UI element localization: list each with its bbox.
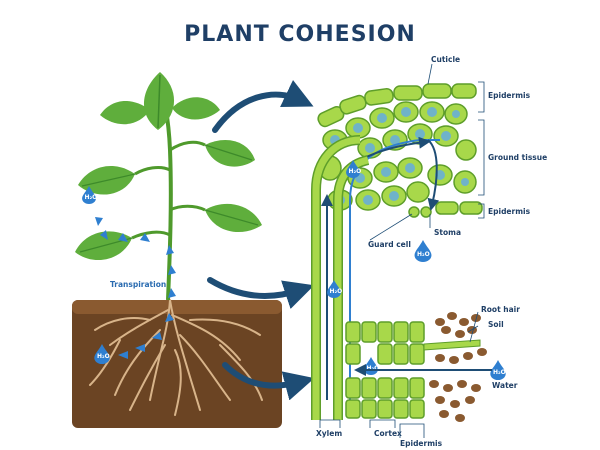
label-guard-cell: Guard cell — [368, 240, 411, 249]
leaf-upper-left — [100, 100, 150, 125]
water-flow-arrows — [95, 217, 176, 359]
water-drop-xylem: H₂O — [327, 280, 342, 298]
leaf-upper-right — [172, 97, 220, 120]
label-soil: Soil — [488, 320, 504, 329]
leaf-left-mid — [78, 166, 136, 195]
leaf-right-lower — [204, 203, 262, 233]
epidermis-lower-cells — [408, 201, 483, 218]
soil-block — [72, 300, 282, 428]
water-drop-root-cells: H₂O — [364, 357, 379, 375]
label-epidermis-top: Epidermis — [488, 91, 531, 100]
svg-text:H₂O: H₂O — [330, 288, 343, 295]
leaf-right-mid — [204, 140, 255, 167]
label-cortex: Cortex — [374, 429, 402, 438]
leader-lines — [369, 63, 485, 343]
svg-text:H₂O: H₂O — [493, 369, 506, 376]
root-hair — [423, 339, 481, 351]
svg-text:H₂O: H₂O — [349, 168, 362, 175]
svg-text:H₂O: H₂O — [97, 353, 110, 360]
label-epidermis-lower: Epidermis — [488, 207, 531, 216]
cortex-cells — [345, 321, 425, 419]
water-drop-stoma: H₂O — [414, 240, 432, 262]
water-drop-leaf: H₂O — [346, 160, 361, 178]
water-drop-soil: H₂O — [94, 344, 110, 364]
label-stoma: Stoma — [434, 228, 461, 237]
leaf-top — [143, 72, 175, 130]
label-xylem: Xylem — [316, 429, 342, 438]
svg-text:H₂O: H₂O — [417, 251, 430, 258]
diagram-title: PLANT COHESION — [184, 22, 416, 47]
svg-text:H₂O: H₂O — [85, 194, 98, 201]
water-drop-air: H₂O — [82, 186, 97, 204]
soil-particles — [429, 312, 487, 422]
label-root-hair: Root hair — [481, 305, 520, 314]
epidermis-top-cells — [317, 83, 477, 128]
roots — [89, 299, 263, 416]
svg-text:H₂O: H₂O — [367, 365, 380, 372]
label-water: Water — [492, 381, 518, 390]
label-cuticle: Cuticle — [431, 55, 460, 64]
leaf-cross-section — [317, 83, 483, 400]
bottom-leader-lines — [319, 419, 425, 438]
label-ground-tissue: Ground tissue — [488, 153, 547, 162]
water-drop-water: H₂O — [490, 360, 506, 380]
label-epidermis-bottom: Epidermis — [400, 439, 443, 448]
zoom-arrows — [207, 79, 315, 401]
plant-leaves — [75, 72, 262, 261]
label-transpiration: Transpiration — [110, 280, 166, 289]
xylem-tube — [311, 135, 370, 420]
root-cross-section — [345, 312, 492, 422]
